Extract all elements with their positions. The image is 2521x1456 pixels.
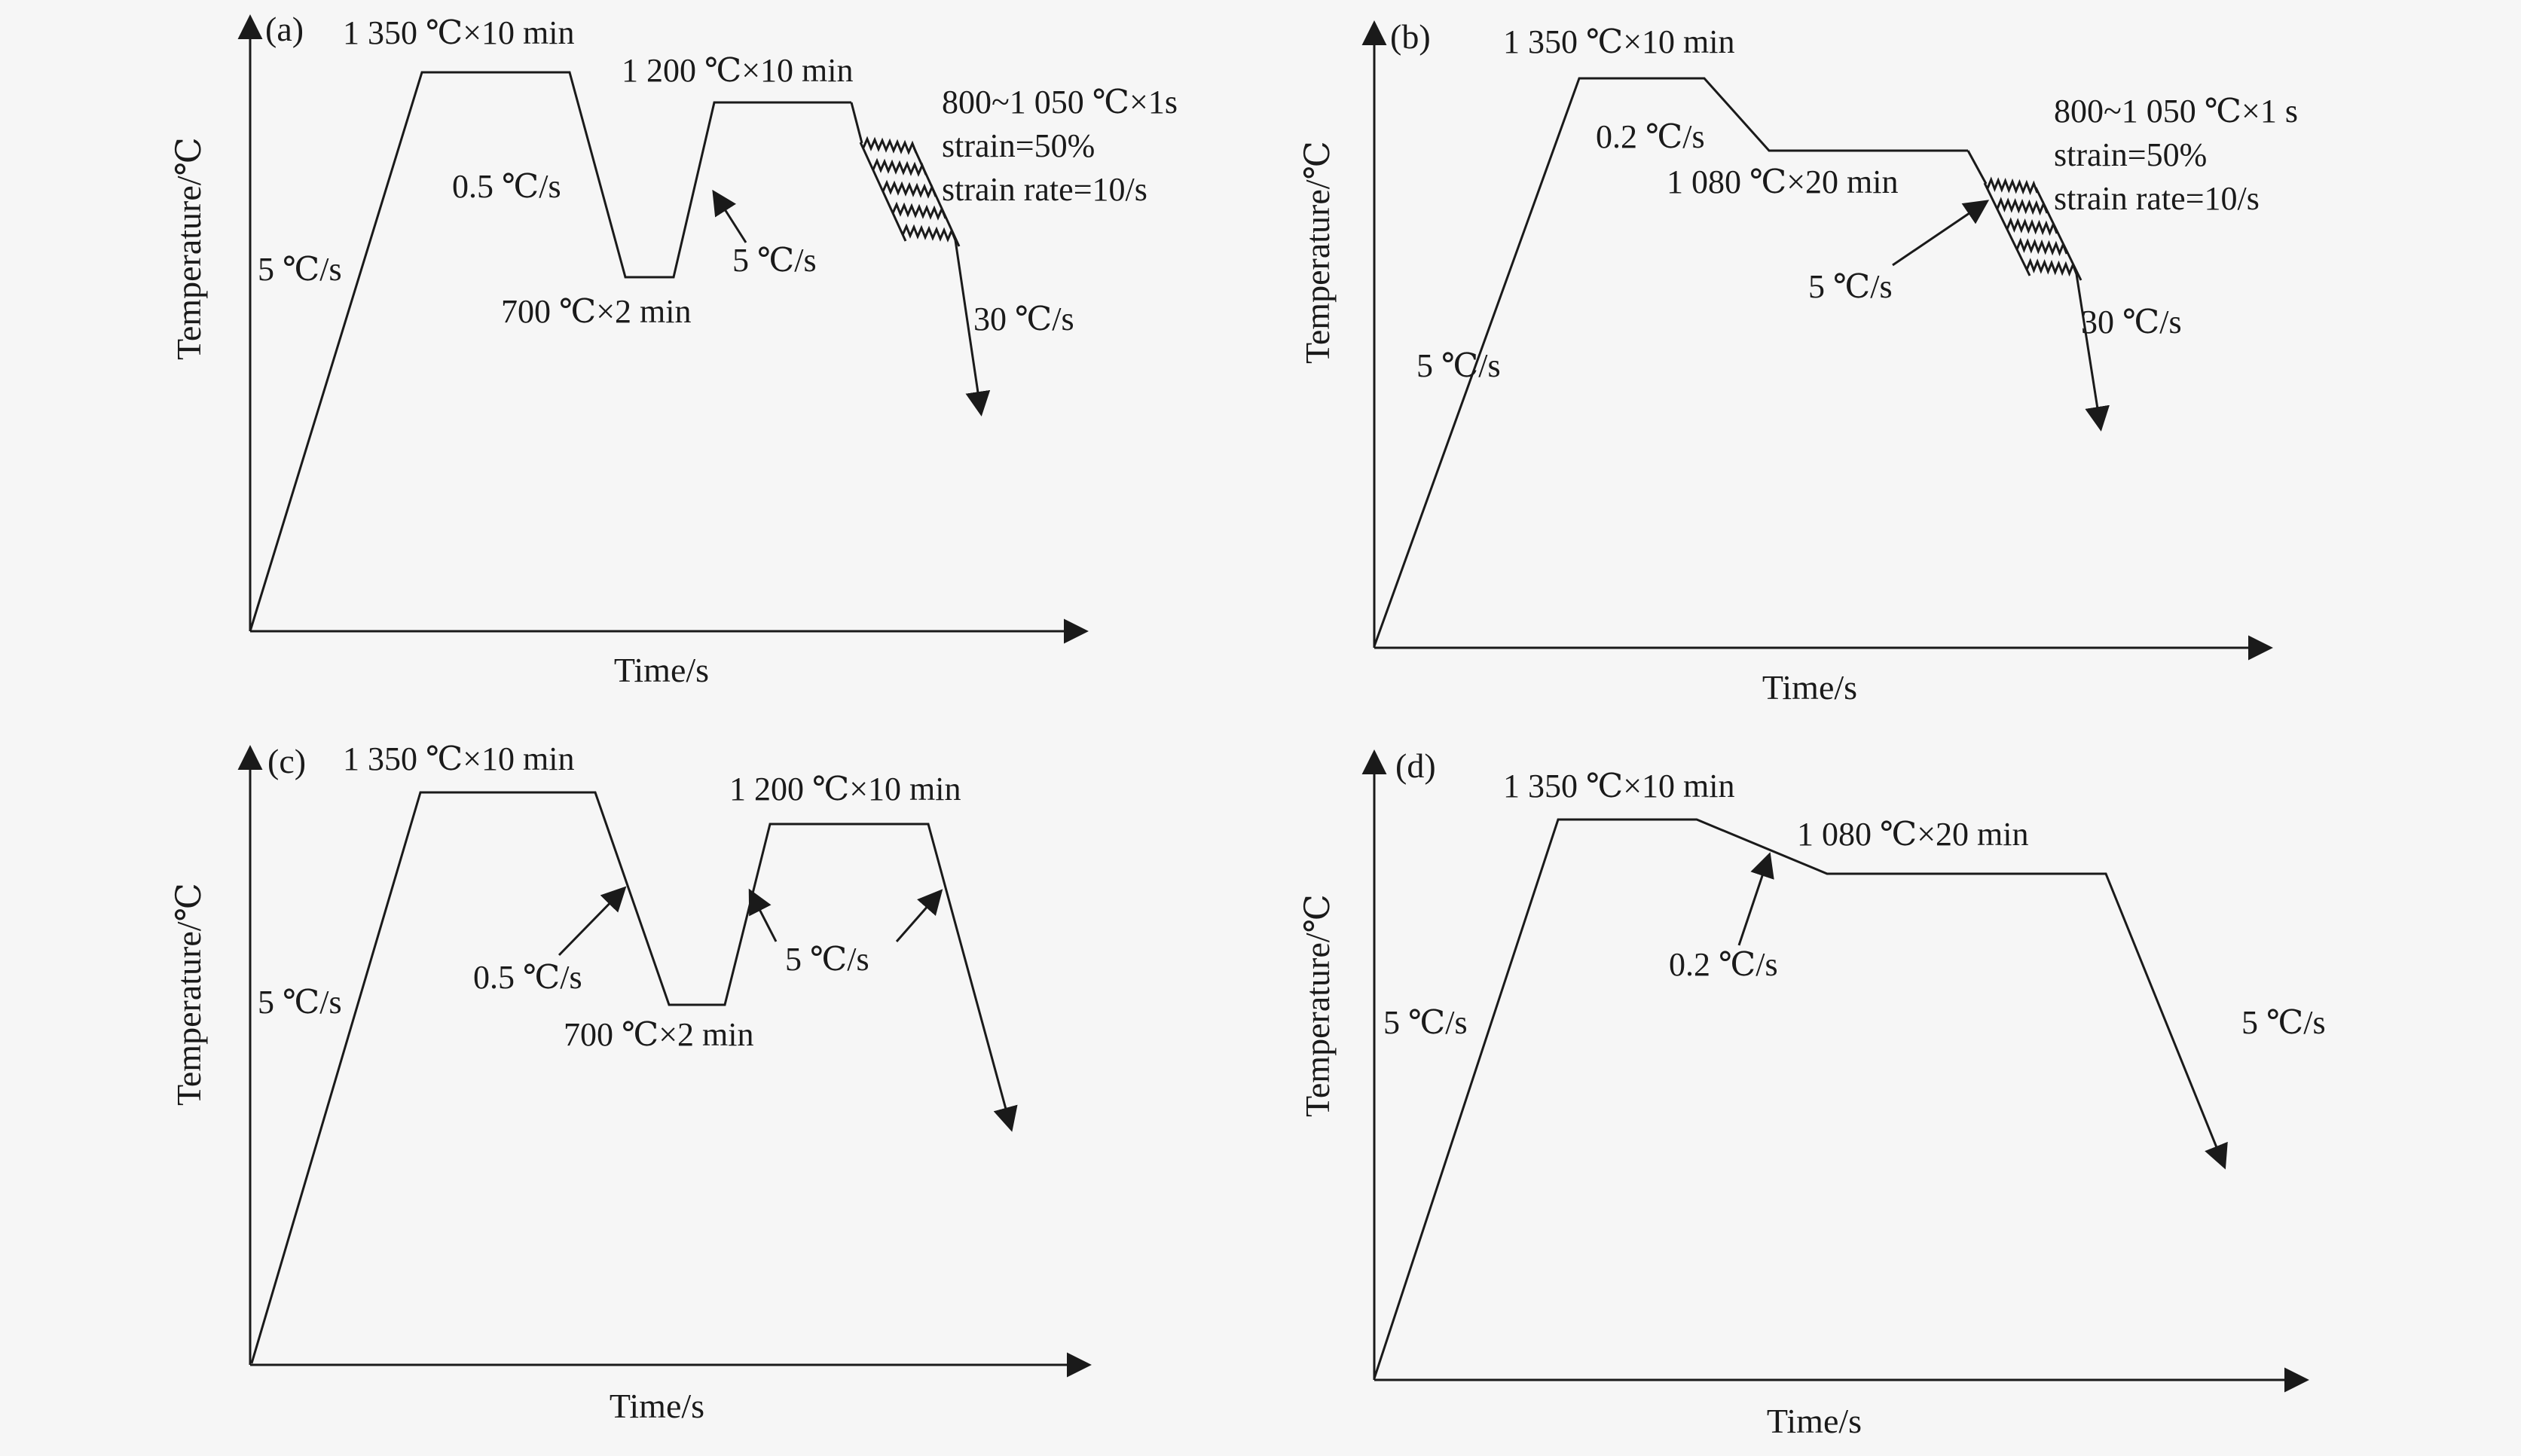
panel-a-second-hold-label: 1 200 ℃×10 min	[622, 52, 853, 89]
panel-d-tag: (d)	[1395, 746, 1436, 785]
panel-c-cooling-rate-label: 0.5 ℃/s	[473, 959, 582, 996]
panel-d-cooling-rate-label: 0.2 ℃/s	[1669, 946, 1778, 983]
panel-b-deformation-range-label: 800~1 050 ℃×1 s	[2054, 93, 2298, 130]
deformation-zigzag	[862, 136, 918, 155]
panel-d-temperature-profile	[1373, 818, 2228, 1379]
panel-c-x-axis-title: Time/s	[610, 1387, 704, 1425]
deformation-zigzag	[1996, 197, 2049, 216]
panel-a-solution-hold-label: 1 350 ℃×10 min	[343, 14, 574, 51]
panel-a-step-connector	[850, 102, 863, 144]
panel-d-y-axis-title: Temperature/℃	[1298, 894, 1337, 1117]
panel-a-deformation-right-edge	[912, 147, 961, 247]
panel-a-cooling-rate-label: 0.5 ℃/s	[452, 168, 561, 205]
panel-a-reheat-annotation-arrow	[712, 189, 747, 243]
panel-c-rate-2-label: 5 ℃/s	[785, 941, 869, 978]
panel-d: (d) Temperature/℃ Time/s 5 ℃/s 1 350 ℃×1…	[1298, 746, 2326, 1440]
panel-b-heating-rate-label: 5 ℃/s	[1416, 347, 1501, 384]
panel-b-predeform-annotation-arrow	[1892, 200, 1990, 267]
panel-a-final-cooling-line	[954, 240, 991, 417]
panel-c-heating-rate-label: 5 ℃/s	[258, 984, 342, 1021]
panel-a-reheating-rate-label: 5 ℃/s	[732, 242, 817, 279]
panel-c-cooling-annotation-arrow	[558, 886, 627, 957]
panel-a-strain-rate-label: strain rate=10/s	[942, 171, 1147, 208]
panel-b-deformation-left-edge	[1983, 182, 2031, 276]
panel-b-intermediate-hold-label: 1 080 ℃×20 min	[1667, 163, 1898, 200]
panel-a-final-cooling-rate-label: 30 ℃/s	[973, 301, 1074, 337]
panel-b-y-axis-title: Temperature/℃	[1298, 141, 1337, 364]
panel-b-x-axis-title: Time/s	[1762, 668, 1857, 707]
panel-a-temperature-profile	[249, 71, 851, 632]
panel-b-strain-rate-label: strain rate=10/s	[2054, 180, 2260, 217]
panel-a: (a) Temperature/℃ Time/s 5 ℃/s 1 350 ℃×1…	[170, 10, 1178, 689]
panel-c-reheat-annotation-arrow	[748, 888, 778, 942]
panel-b-solution-hold-label: 1 350 ℃×10 min	[1503, 23, 1734, 60]
panel-b-predeform-rate-label: 5 ℃/s	[1808, 268, 1893, 305]
panel-a-x-axis-title: Time/s	[614, 651, 709, 689]
panel-b-temperature-profile	[1373, 77, 1968, 647]
panel-c: (c) Temperature/℃ Time/s 5 ℃/s 1 350 ℃×1…	[170, 740, 1092, 1425]
panel-a-heating-rate-label: 5 ℃/s	[258, 251, 342, 288]
panel-d-cooling-annotation-arrow	[1737, 852, 1774, 946]
deformation-zigzag	[882, 179, 937, 199]
panel-a-intermediate-hold-label: 700 ℃×2 min	[501, 293, 691, 330]
panel-b-cooling-rate-label: 0.2 ℃/s	[1596, 118, 1705, 155]
deformation-zigzag	[2015, 237, 2068, 257]
panel-a-tag: (a)	[265, 10, 304, 48]
panel-d-x-axis-title: Time/s	[1767, 1402, 1862, 1440]
deformation-zigzag	[872, 157, 927, 177]
panel-c-second-hold-label: 1 200 ℃×10 min	[729, 771, 961, 807]
panel-b-strain-label: strain=50%	[2054, 136, 2207, 173]
panel-c-intermediate-hold-label: 700 ℃×2 min	[564, 1016, 753, 1053]
panel-b-final-cooling-rate-label: 30 ℃/s	[2081, 304, 2182, 340]
panel-c-final-cooling-annotation-arrow	[895, 889, 943, 942]
deformation-zigzag	[2025, 258, 2078, 277]
panel-c-tag: (c)	[267, 742, 306, 780]
panel-d-final-cooling-rate-label: 5 ℃/s	[2241, 1004, 2326, 1041]
deformation-zigzag	[891, 201, 947, 221]
panel-a-deformation-left-edge	[859, 142, 907, 242]
panel-d-solution-hold-label: 1 350 ℃×10 min	[1503, 768, 1734, 804]
panel-b-deformation-right-edge	[2034, 187, 2082, 281]
panel-c-temperature-profile	[250, 791, 1018, 1364]
panel-d-intermediate-hold-label: 1 080 ℃×20 min	[1797, 816, 2028, 853]
deformation-zigzag	[901, 223, 957, 243]
panel-b: (b) Temperature/℃ Time/s 5 ℃/s 1 350 ℃×1…	[1298, 17, 2298, 707]
panel-d-heating-rate-label: 5 ℃/s	[1383, 1004, 1468, 1041]
panel-a-deformation-range-label: 800~1 050 ℃×1s	[942, 84, 1178, 121]
panel-b-step-connector	[1966, 150, 1988, 185]
deformation-zigzag	[2006, 217, 2058, 237]
panel-a-strain-label: strain=50%	[942, 127, 1095, 164]
panel-c-solution-hold-label: 1 350 ℃×10 min	[343, 740, 574, 777]
panel-b-tag: (b)	[1390, 17, 1431, 56]
panel-c-y-axis-title: Temperature/℃	[170, 883, 208, 1106]
deformation-zigzag	[1986, 176, 2039, 196]
panel-a-y-axis-title: Temperature/℃	[170, 137, 208, 360]
panel-b-final-cooling-line	[2075, 273, 2110, 432]
